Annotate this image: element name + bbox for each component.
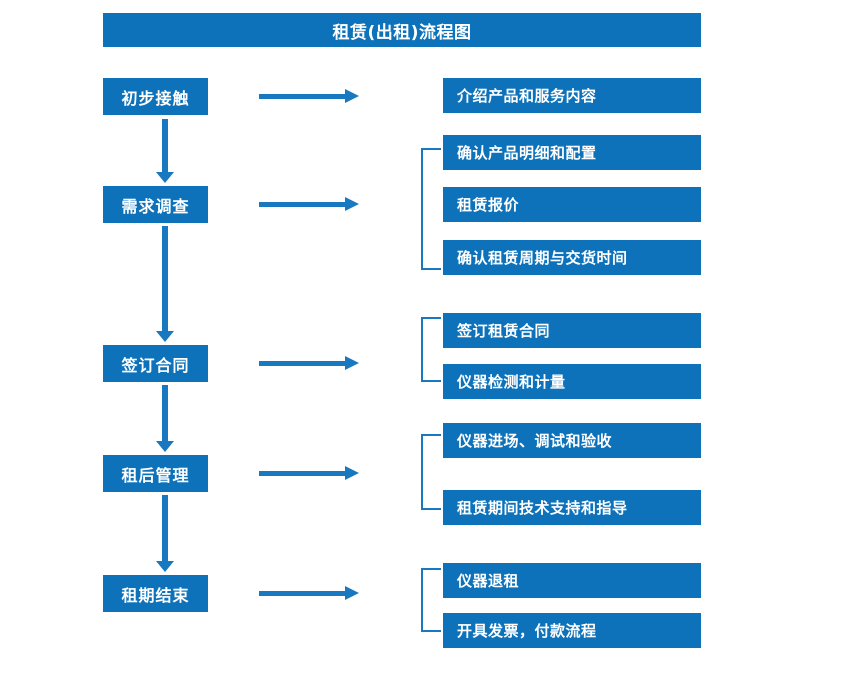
stage-box-sign-contract[interactable]: 签订合同: [103, 345, 208, 382]
arrow-right-icon: [259, 196, 364, 212]
arrow-down-icon: [155, 495, 175, 572]
group-bracket-icon: [421, 568, 441, 632]
detail-box-introduce-products[interactable]: 介绍产品和服务内容: [443, 78, 701, 113]
arrow-right-icon: [259, 88, 364, 104]
detail-box-technical-support[interactable]: 租赁期间技术支持和指导: [443, 490, 701, 525]
stage-box-initial-contact[interactable]: 初步接触: [103, 78, 208, 115]
detail-box-instrument-return[interactable]: 仪器退租: [443, 563, 701, 598]
detail-box-confirm-period-delivery[interactable]: 确认租赁周期与交货时间: [443, 240, 701, 275]
group-bracket-icon: [421, 434, 441, 510]
stage-box-rental-end[interactable]: 租期结束: [103, 575, 208, 612]
page-title: 租赁(出租)流程图: [103, 13, 701, 47]
arrow-right-icon: [259, 355, 364, 371]
group-bracket-icon: [421, 148, 441, 270]
arrow-right-icon: [259, 585, 364, 601]
arrow-down-icon: [155, 119, 175, 183]
detail-box-sign-rental-contract[interactable]: 签订租赁合同: [443, 313, 701, 348]
stage-box-requirement-survey[interactable]: 需求调查: [103, 186, 208, 223]
detail-box-confirm-product-spec[interactable]: 确认产品明细和配置: [443, 135, 701, 170]
arrow-right-icon: [259, 465, 364, 481]
arrow-down-icon: [155, 385, 175, 452]
detail-box-instrument-inspection[interactable]: 仪器检测和计量: [443, 364, 701, 399]
stage-box-post-rental-management[interactable]: 租后管理: [103, 455, 208, 492]
arrow-down-icon: [155, 226, 175, 342]
group-bracket-icon: [421, 317, 441, 382]
detail-box-rental-quotation[interactable]: 租赁报价: [443, 187, 701, 222]
detail-box-instrument-onsite-commissioning[interactable]: 仪器进场、调试和验收: [443, 423, 701, 458]
detail-box-invoice-payment[interactable]: 开具发票，付款流程: [443, 613, 701, 648]
